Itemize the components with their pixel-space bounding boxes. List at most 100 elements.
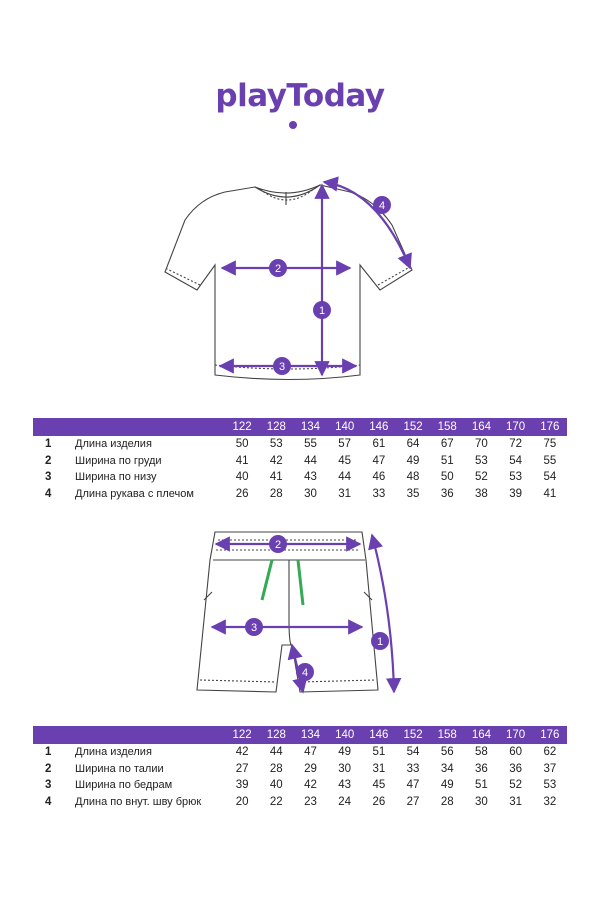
table-cell: 52	[509, 779, 522, 792]
table-cell: 24	[338, 795, 352, 808]
table-cell: 49	[440, 779, 454, 792]
size-header-cell: 140	[327, 726, 362, 744]
size-header-cell: 152	[395, 418, 431, 436]
table-cell: 29	[304, 762, 317, 775]
marker-label: 2	[275, 263, 281, 275]
table-cell: 30	[338, 762, 352, 775]
header-blank	[75, 418, 225, 436]
size-header-cell: 128	[259, 726, 294, 744]
table-cell: 49	[338, 746, 352, 759]
brand-logo: playToday	[215, 78, 385, 114]
table-cell: 31	[372, 762, 386, 775]
row-label: Ширина по бедрам	[75, 779, 173, 792]
table-cell: 43	[338, 779, 352, 792]
table-cell: 44	[269, 746, 283, 759]
table-cell: 23	[304, 795, 317, 808]
table-cell: 47	[304, 746, 317, 759]
size-header-cell: 128	[259, 418, 294, 436]
marker-label: 4	[379, 200, 385, 212]
table-cell: 43	[304, 471, 317, 484]
table-cell: 40	[269, 779, 283, 792]
size-header-cell: 158	[430, 418, 465, 436]
marker-label: 3	[279, 361, 285, 373]
table-cell: 36	[509, 762, 522, 775]
marker-label: 3	[251, 622, 257, 634]
table-cell: 51	[440, 454, 454, 467]
table-cell: 22	[269, 795, 283, 808]
table-cell: 47	[406, 779, 420, 792]
tshirt-outline	[164, 184, 413, 381]
table-cell: 53	[475, 454, 488, 467]
marker-2	[269, 535, 287, 553]
length-arrow	[368, 533, 402, 694]
table-cell: 30	[475, 795, 488, 808]
row-label: Длина по внут. шву брюк	[75, 795, 202, 808]
table-cell: 54	[509, 454, 522, 467]
table-cell: 52	[475, 471, 488, 484]
table-cell: 42	[235, 746, 249, 759]
table-cell: 61	[372, 438, 386, 451]
table-cell: 45	[372, 779, 386, 792]
marker-label: 1	[319, 305, 325, 317]
table-cell: 60	[509, 746, 522, 759]
table-cell: 42	[269, 454, 283, 467]
row-number: 1	[45, 438, 52, 451]
row-number: 2	[45, 454, 52, 467]
size-header-cell: 164	[464, 726, 499, 744]
row-number: 2	[45, 762, 52, 775]
table-cell: 58	[475, 746, 488, 759]
row-label: Длина изделия	[75, 746, 152, 759]
size-header-cell: 140	[327, 418, 362, 436]
table-cell: 54	[543, 471, 557, 484]
size-header-cell: 158	[430, 726, 465, 744]
table-cell: 62	[543, 746, 557, 759]
table-cell: 34	[440, 762, 454, 775]
table-cell: 67	[440, 438, 454, 451]
table-cell: 42	[304, 779, 317, 792]
table-cell: 27	[406, 795, 420, 808]
size-header-cell: 170	[498, 726, 533, 744]
table-cell: 20	[235, 795, 249, 808]
logo-dot	[289, 121, 297, 129]
size-header-cell: 152	[395, 726, 431, 744]
row-label: Ширина по талии	[75, 762, 164, 775]
size-header-cell: 122	[225, 726, 260, 744]
table-cell: 54	[406, 746, 420, 759]
marker-2	[269, 259, 287, 277]
table-cell: 70	[475, 438, 488, 451]
size-header-cell: 170	[498, 418, 533, 436]
size-header-cell: 146	[361, 418, 396, 436]
size-header-cell: 146	[361, 726, 396, 744]
table-cell: 50	[235, 438, 249, 451]
table-cell: 40	[235, 471, 249, 484]
size-header-cell: 134	[293, 726, 328, 744]
table-cell: 53	[509, 471, 522, 484]
marker-4	[373, 196, 391, 214]
table-cell: 55	[304, 438, 317, 451]
table-cell: 27	[235, 762, 249, 775]
row-label: Длина рукава с плечом	[75, 487, 194, 500]
shorts-drawing: 1 2 3 4	[196, 531, 402, 694]
table-cell: 36	[475, 762, 488, 775]
table-cell: 41	[543, 487, 557, 500]
row-number: 3	[45, 779, 52, 792]
row-number: 4	[45, 795, 52, 808]
row-number: 3	[45, 471, 52, 484]
table-cell: 32	[543, 795, 557, 808]
table-cell: 49	[406, 454, 420, 467]
size-header-cell: 134	[293, 418, 328, 436]
table-cell: 28	[269, 762, 283, 775]
row-label: Длина изделия	[75, 438, 152, 451]
table-cell: 64	[406, 438, 420, 451]
table-cell: 72	[509, 438, 522, 451]
drawstrings	[260, 559, 305, 606]
table-cell: 41	[269, 471, 283, 484]
header-blank	[33, 726, 75, 744]
